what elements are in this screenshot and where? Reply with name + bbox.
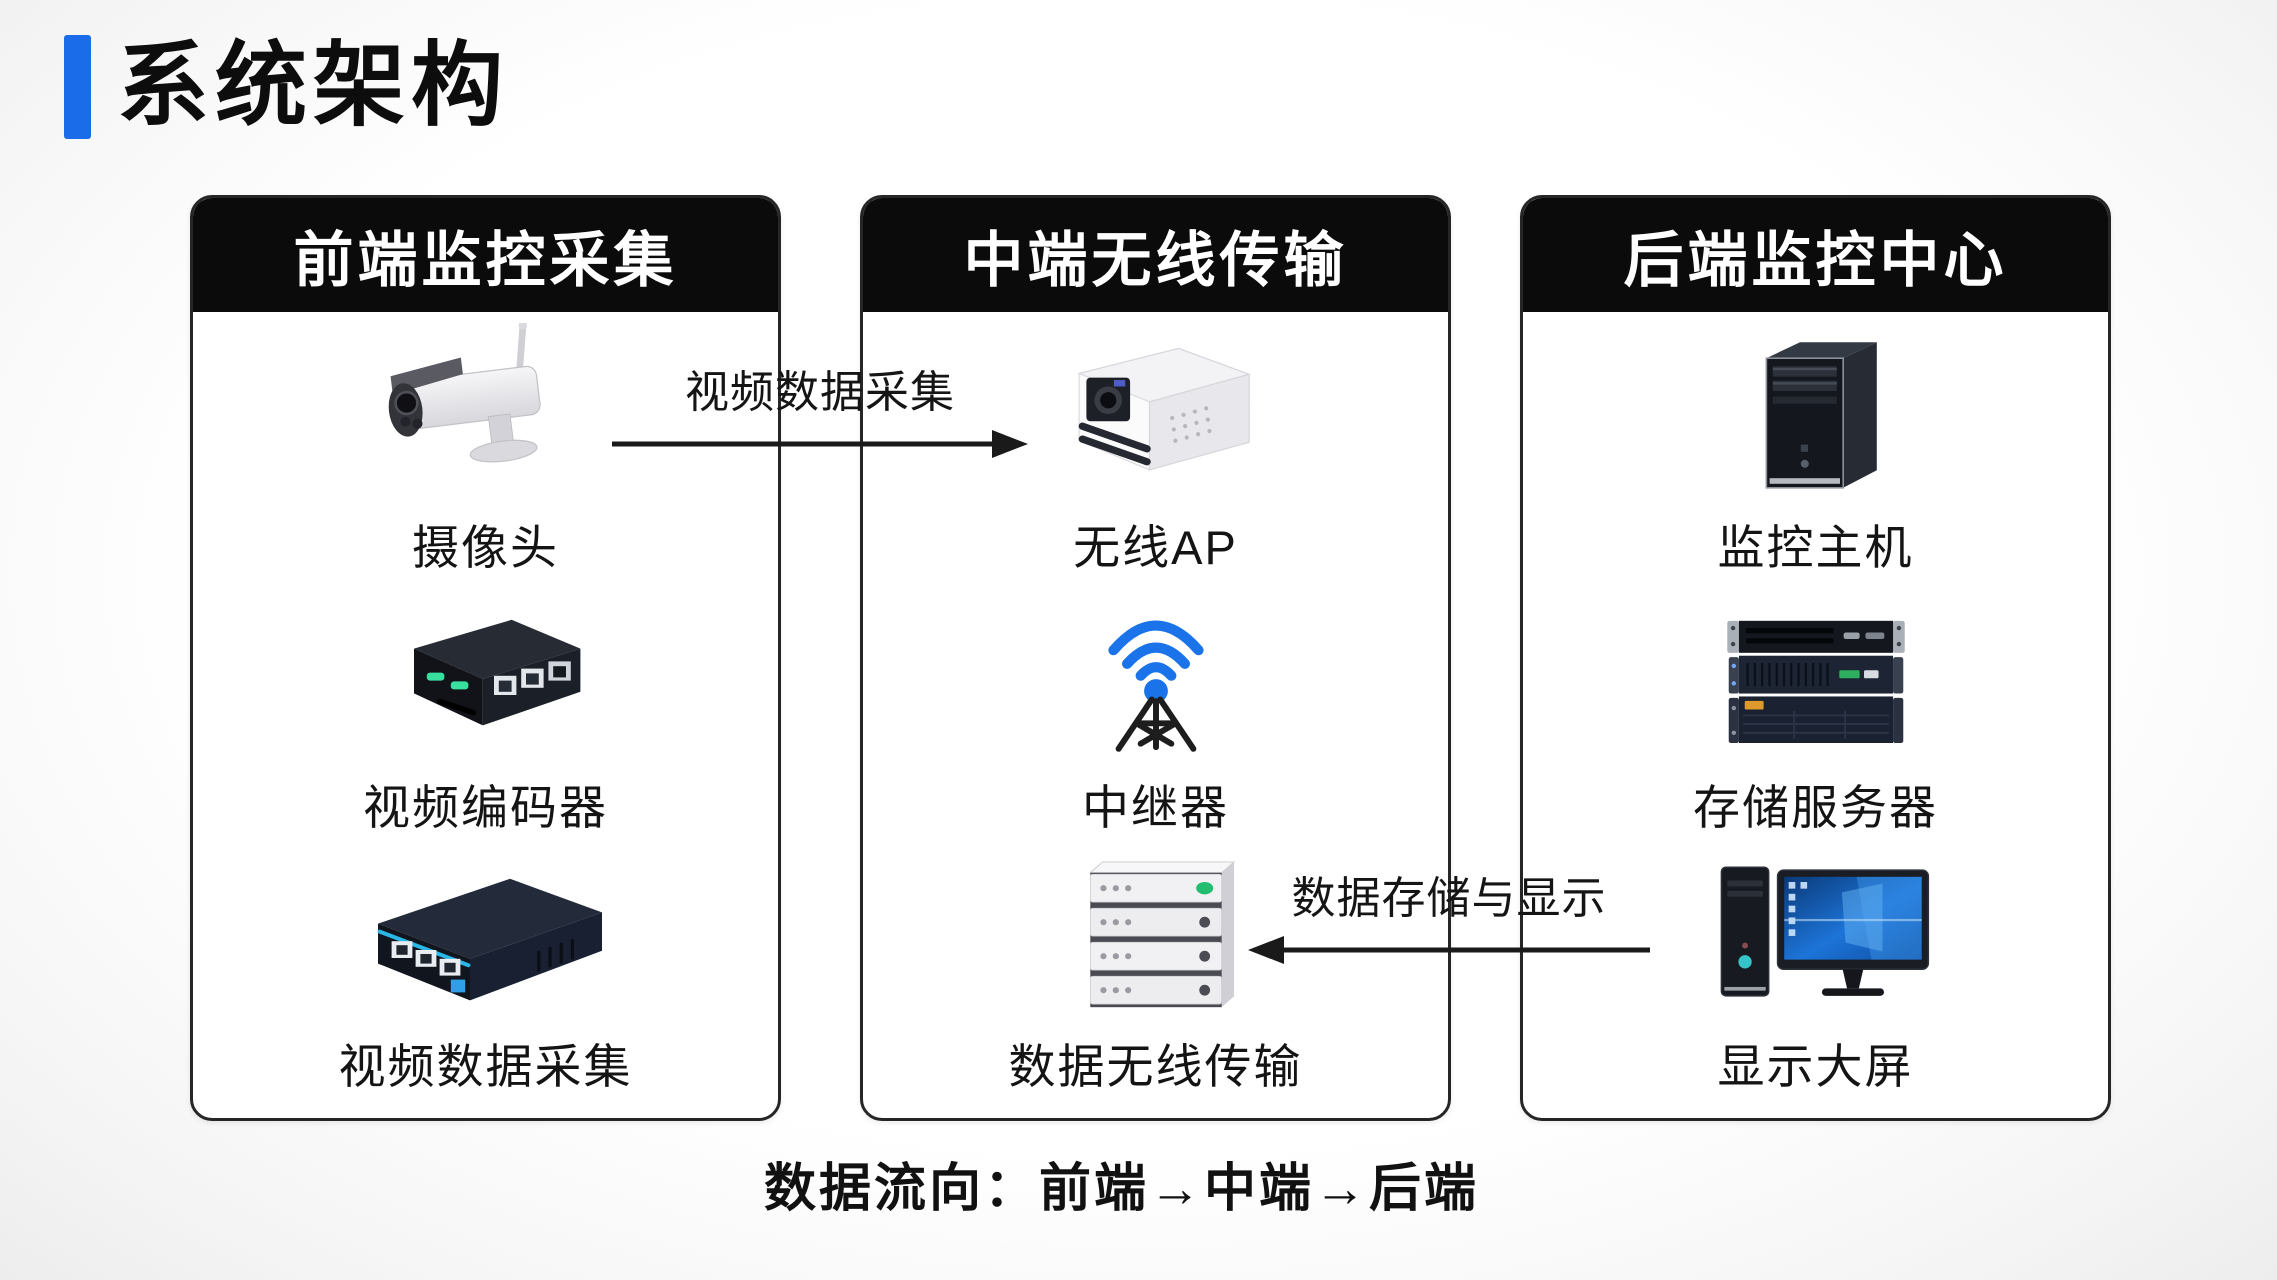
device-label: 监控主机 (1717, 520, 1914, 574)
data-flow-note: 数据流向：前端→中端→后端 (763, 1160, 1479, 1218)
page-title-row: 系统架构 (64, 34, 509, 140)
column-wireless-body: 无线AP (863, 312, 1448, 1118)
device-label: 视频编码器 (363, 780, 608, 834)
column-frontend-header: 前端监控采集 (193, 198, 778, 312)
device-repeater: 中继器 (1056, 583, 1256, 838)
device-label: 中继器 (1082, 780, 1229, 834)
column-frontend-body: 摄像头 (193, 312, 778, 1118)
storage-rack-icon (1666, 583, 1966, 759)
device-wireless-ap: 无线AP (1011, 323, 1301, 578)
device-video-encoder: 视频编码器 (336, 583, 636, 838)
video-encoder-icon (336, 583, 636, 759)
flow-arrow-label: 数据存储与显示 (1291, 874, 1607, 923)
column-frontend-capture: 前端监控采集 (190, 195, 781, 1121)
server-stack-icon (1036, 842, 1276, 1018)
repeater-tower-icon (1056, 583, 1256, 759)
device-label: 视频数据采集 (338, 1040, 633, 1094)
device-monitor-host: 监控主机 (1706, 323, 1926, 578)
flow-arrow-label: 视频数据采集 (685, 368, 955, 417)
device-display-screen: 显示大屏 (1661, 842, 1971, 1097)
flow-arrow-video-capture: 视频数据采集 (608, 356, 1032, 466)
device-label: 数据无线传输 (1008, 1040, 1303, 1094)
page-title: 系统架构 (117, 35, 510, 137)
desktop-monitor-icon (1661, 842, 1971, 1018)
column-wireless-header: 中端无线传输 (863, 198, 1448, 312)
device-label: 存储服务器 (1693, 780, 1938, 834)
title-accent-bar (64, 34, 91, 139)
flow-arrow-storage-display: 数据存储与显示 (1244, 862, 1654, 972)
device-network-switch: 视频数据采集 (316, 842, 656, 1097)
column-monitoring-header: 后端监控中心 (1523, 198, 2108, 312)
column-monitoring-body: 监控主机 (1523, 312, 2108, 1118)
tower-server-icon (1706, 323, 1926, 499)
column-monitoring-center: 后端监控中心 监控主机 (1520, 195, 2111, 1121)
left-arrow-icon (1248, 936, 1650, 964)
device-label: 显示大屏 (1717, 1040, 1914, 1094)
wireless-ap-icon (1011, 323, 1301, 499)
column-wireless-transmission: 中端无线传输 (860, 195, 1451, 1121)
device-server-stack: 数据无线传输 (1009, 842, 1303, 1097)
right-arrow-icon (612, 430, 1028, 458)
device-camera: 摄像头 (336, 322, 636, 578)
network-switch-icon (316, 842, 656, 1018)
device-label: 无线AP (1073, 520, 1238, 574)
device-label: 摄像头 (412, 520, 559, 574)
camera-icon (336, 322, 636, 499)
device-storage-server: 存储服务器 (1666, 583, 1966, 838)
